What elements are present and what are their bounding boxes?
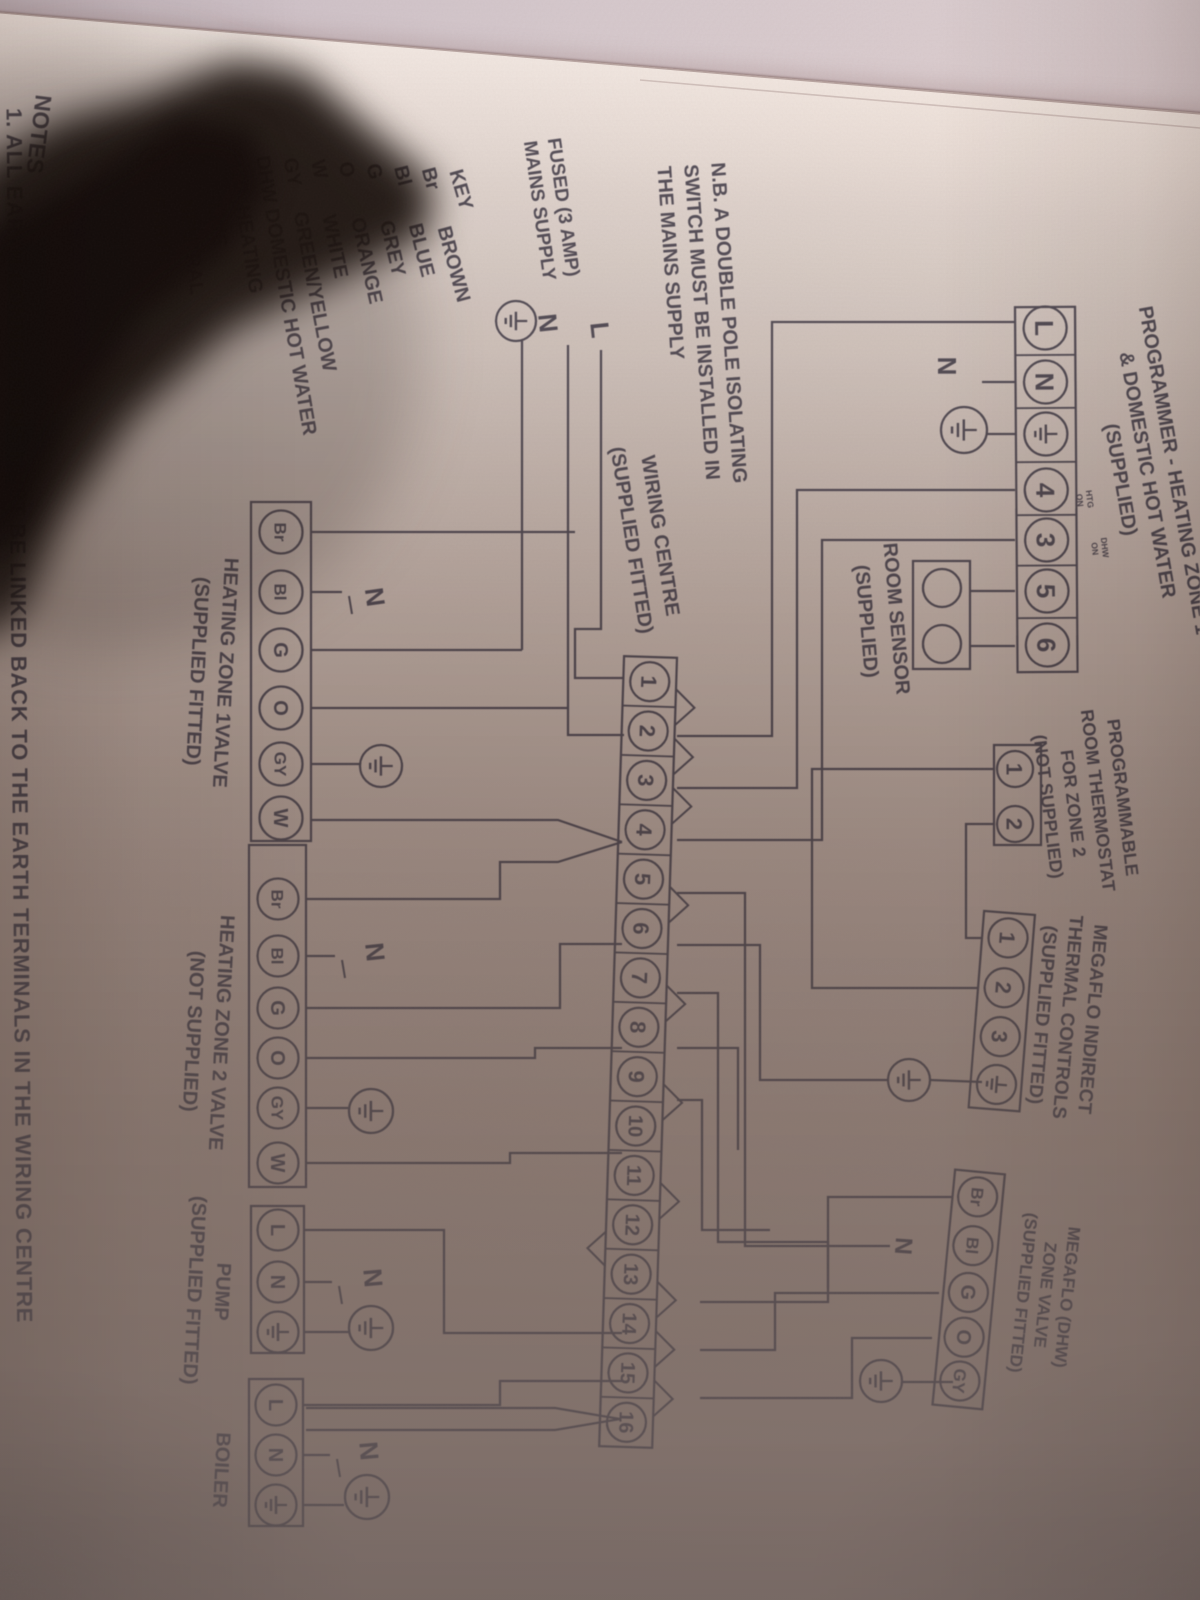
svg-text:N: N bbox=[266, 1275, 288, 1289]
svg-text:5: 5 bbox=[630, 873, 655, 886]
svg-text:NEUTRAL: NEUTRAL bbox=[174, 198, 207, 296]
svg-text:9: 9 bbox=[624, 1070, 649, 1083]
svg-text:Bl: Bl bbox=[962, 1236, 983, 1255]
svg-text:13: 13 bbox=[619, 1263, 642, 1286]
svg-text:O: O bbox=[334, 160, 359, 180]
svg-text:3: 3 bbox=[986, 1029, 1012, 1043]
svg-text:PUMP: PUMP bbox=[209, 1262, 234, 1321]
svg-text:L: L bbox=[264, 1399, 286, 1411]
svg-text:2: 2 bbox=[634, 725, 659, 738]
svg-text:L: L bbox=[584, 321, 616, 340]
svg-text:HTG: HTG bbox=[223, 152, 251, 197]
svg-text:N: N bbox=[1029, 373, 1059, 392]
svg-text:EARTH: EARTH bbox=[146, 195, 175, 266]
svg-text:5: 5 bbox=[1031, 584, 1061, 599]
svg-text:L: L bbox=[196, 150, 219, 165]
svg-text:(NOT SUPPLIED): (NOT SUPPLIED) bbox=[178, 950, 208, 1112]
svg-text:G: G bbox=[269, 642, 291, 658]
svg-text:W: W bbox=[306, 158, 331, 181]
svg-text:Br: Br bbox=[417, 165, 444, 192]
svg-text:1: 1 bbox=[994, 931, 1020, 945]
svg-text:O: O bbox=[951, 1328, 974, 1346]
svg-text:1: 1 bbox=[1002, 763, 1027, 775]
svg-text:N: N bbox=[264, 1448, 286, 1462]
svg-text:Br: Br bbox=[268, 890, 287, 909]
svg-text:GY: GY bbox=[271, 752, 290, 777]
svg-text:7: 7 bbox=[627, 971, 652, 984]
svg-text:ROOM SENSOR: ROOM SENSOR bbox=[878, 542, 913, 696]
svg-text:W: W bbox=[266, 1154, 288, 1173]
svg-text:N: N bbox=[168, 149, 192, 166]
svg-text:KEY: KEY bbox=[444, 167, 477, 213]
svg-text:Br: Br bbox=[271, 523, 290, 542]
svg-text:6: 6 bbox=[628, 922, 653, 935]
svg-text:3: 3 bbox=[1031, 533, 1061, 548]
svg-text:2: 2 bbox=[990, 981, 1016, 995]
svg-text:Br: Br bbox=[966, 1186, 987, 1207]
svg-text:10: 10 bbox=[623, 1115, 646, 1138]
svg-text:3: 3 bbox=[633, 774, 658, 787]
svg-text:G: G bbox=[361, 161, 386, 181]
svg-text:2: 2 bbox=[1002, 818, 1027, 830]
svg-text:G: G bbox=[266, 1000, 288, 1016]
svg-text:11: 11 bbox=[622, 1164, 645, 1186]
svg-text:N: N bbox=[359, 941, 391, 963]
svg-text:BROWN: BROWN bbox=[433, 224, 474, 305]
svg-text:HEATING ZONE 2 VALVE: HEATING ZONE 2 VALVE bbox=[204, 915, 238, 1151]
svg-text:4: 4 bbox=[1030, 483, 1060, 498]
svg-text:N: N bbox=[889, 1236, 917, 1255]
svg-text:(SUPPLIED FITTED): (SUPPLIED FITTED) bbox=[181, 576, 213, 766]
svg-text:L: L bbox=[266, 1224, 288, 1236]
svg-text:N: N bbox=[359, 586, 391, 609]
svg-text:ON: ON bbox=[1089, 542, 1100, 556]
svg-text:ON: ON bbox=[1074, 493, 1085, 507]
svg-text:G: G bbox=[956, 1284, 979, 1302]
svg-text:W: W bbox=[269, 809, 291, 828]
svg-text:Bl: Bl bbox=[389, 163, 415, 188]
svg-text:BOILER: BOILER bbox=[208, 1432, 234, 1509]
svg-text:(SUPPLIED FITTED): (SUPPLIED FITTED) bbox=[178, 1195, 210, 1385]
svg-text:4: 4 bbox=[631, 823, 656, 837]
svg-text:Bl: Bl bbox=[268, 948, 287, 965]
svg-text:GY: GY bbox=[279, 156, 306, 189]
svg-text:6: 6 bbox=[1031, 638, 1061, 653]
svg-text:GY: GY bbox=[268, 1096, 287, 1121]
svg-text:N: N bbox=[353, 1440, 385, 1461]
svg-text:L: L bbox=[1029, 320, 1059, 336]
svg-text:N: N bbox=[357, 1267, 389, 1288]
svg-text:(SUPPLIED): (SUPPLIED) bbox=[850, 564, 882, 679]
svg-text:O: O bbox=[266, 1050, 288, 1066]
svg-text:8: 8 bbox=[625, 1021, 650, 1034]
svg-text:12: 12 bbox=[620, 1213, 643, 1236]
svg-text:N: N bbox=[932, 357, 962, 376]
svg-text:O: O bbox=[269, 700, 291, 716]
svg-text:1: 1 bbox=[636, 675, 661, 688]
svg-text:16: 16 bbox=[614, 1411, 637, 1434]
svg-text:(SUPPLIED FITTED): (SUPPLIED FITTED) bbox=[1005, 1212, 1041, 1374]
svg-text:Bl: Bl bbox=[271, 584, 290, 601]
svg-text:DHW: DHW bbox=[251, 154, 281, 205]
svg-text:1. ALL EARTH CONNECTIONS MUST: 1. ALL EARTH CONNECTIONS MUST BE LINKED … bbox=[2, 108, 38, 1323]
svg-text:LIVE: LIVE bbox=[203, 201, 231, 248]
